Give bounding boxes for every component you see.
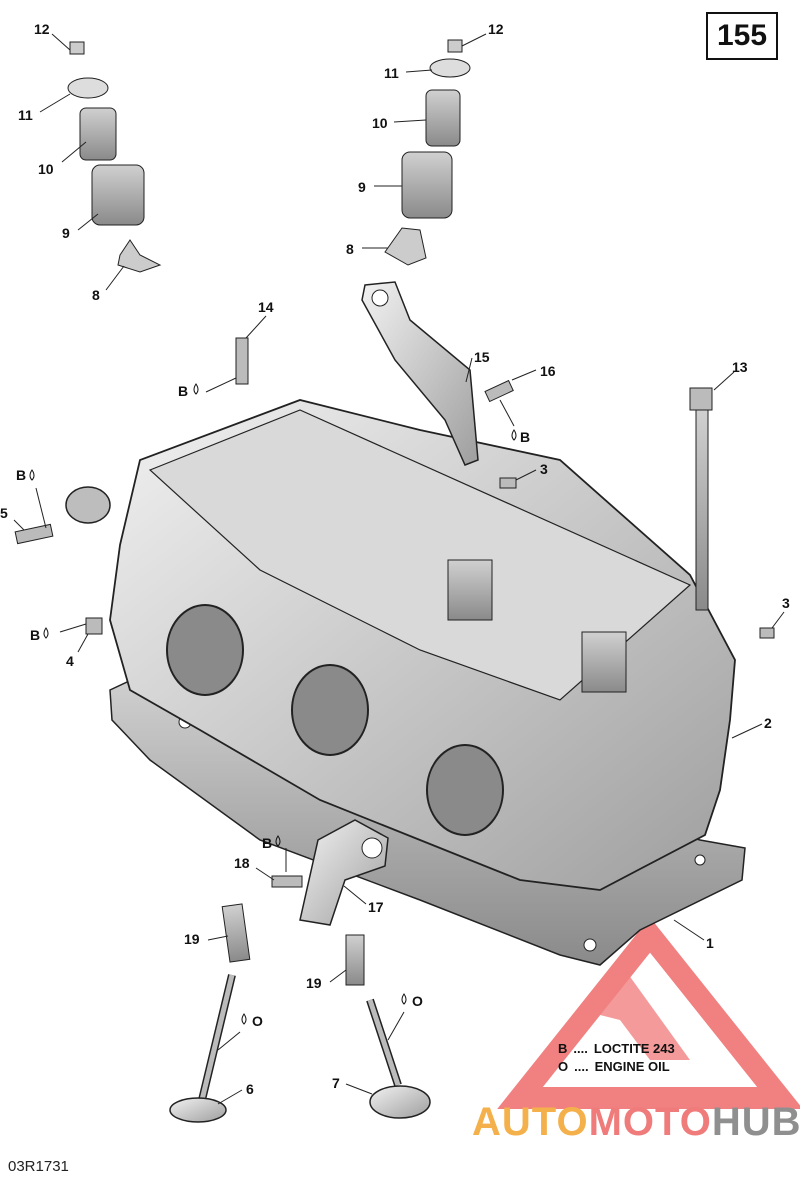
marker-o-7: O — [412, 993, 423, 1009]
exhaust-valve — [366, 998, 431, 1119]
callout-2: 2 — [764, 715, 772, 731]
marker-b-14: B — [178, 383, 188, 399]
callout-19-left: 19 — [184, 931, 200, 947]
drop-icon — [275, 835, 281, 847]
callout-19-right: 19 — [306, 975, 322, 991]
marker-b-5: B — [16, 467, 26, 483]
logo-part-hub: HUB — [711, 1100, 800, 1144]
callout-12-left: 12 — [34, 21, 50, 37]
watermark-logo-text: AUTOMOTOHUB — [472, 1100, 800, 1145]
marker-b-16: B — [520, 429, 530, 445]
callout-13: 13 — [732, 359, 748, 375]
marker-b-18: B — [262, 835, 272, 851]
watermark-logo-graphic — [497, 917, 800, 1109]
valve-guide-left — [221, 903, 251, 963]
callout-5: 5 — [0, 505, 8, 521]
callout-14: 14 — [258, 299, 274, 315]
lifting-bracket-upper — [361, 281, 479, 466]
drop-icon — [193, 383, 199, 395]
legend-row-oil: O .... ENGINE OIL — [558, 1058, 675, 1076]
legend-text: LOCTITE 243 — [593, 1041, 675, 1056]
marker-o-6: O — [252, 1013, 263, 1029]
callout-10-right: 10 — [372, 115, 388, 131]
logo-part-moto: MOTO — [588, 1100, 712, 1144]
valve-spring-stack-left — [67, 41, 162, 273]
logo-part-auto: AUTO — [472, 1100, 589, 1144]
callout-1: 1 — [706, 935, 714, 951]
bolt-14 — [235, 337, 249, 385]
callout-16: 16 — [540, 363, 556, 379]
callout-18: 18 — [234, 855, 250, 871]
callout-8-left: 8 — [92, 287, 100, 303]
valve-spring-stack-right — [384, 39, 471, 266]
drawing-reference: 03R1731 — [8, 1158, 69, 1175]
legend: B .... LOCTITE 243 O .... ENGINE OIL — [558, 1040, 675, 1076]
bolt-5 — [14, 523, 54, 545]
intake-valve — [169, 974, 236, 1123]
plug-3a — [499, 477, 517, 489]
page-number: 155 — [706, 12, 778, 60]
bolt-16 — [484, 379, 514, 403]
legend-code: O — [558, 1059, 569, 1074]
callout-17: 17 — [368, 899, 384, 915]
drop-icon — [29, 469, 35, 481]
callout-4: 4 — [66, 653, 74, 669]
callout-10-left: 10 — [38, 161, 54, 177]
drop-icon — [43, 627, 49, 639]
drop-icon — [401, 993, 407, 1005]
legend-dots: .... — [573, 1041, 588, 1056]
legend-code: B — [558, 1041, 568, 1056]
leader-lines — [13, 33, 785, 1105]
callout-7: 7 — [332, 1075, 340, 1091]
callout-3-right: 3 — [782, 595, 790, 611]
callout-15: 15 — [474, 349, 490, 365]
valve-guide-right — [345, 934, 365, 986]
legend-row-loctite: B .... LOCTITE 243 — [558, 1040, 675, 1058]
callout-11-left: 11 — [18, 107, 33, 123]
callout-8-right: 8 — [346, 241, 354, 257]
marker-b-4: B — [30, 627, 40, 643]
plug-4 — [85, 617, 103, 635]
drop-icon — [241, 1013, 247, 1025]
callout-12-right: 12 — [488, 21, 504, 37]
head-bolt — [689, 387, 713, 611]
bolt-18 — [271, 875, 303, 888]
callout-3-upper: 3 — [540, 461, 548, 477]
cylinder-head — [65, 399, 736, 891]
plug-3b — [759, 627, 775, 639]
callout-9-right: 9 — [358, 179, 366, 195]
callout-11-right: 11 — [384, 65, 399, 81]
callout-9-left: 9 — [62, 225, 70, 241]
legend-dots: .... — [574, 1059, 589, 1074]
legend-text: ENGINE OIL — [594, 1059, 670, 1074]
callout-6: 6 — [246, 1081, 254, 1097]
drop-icon — [511, 429, 517, 441]
